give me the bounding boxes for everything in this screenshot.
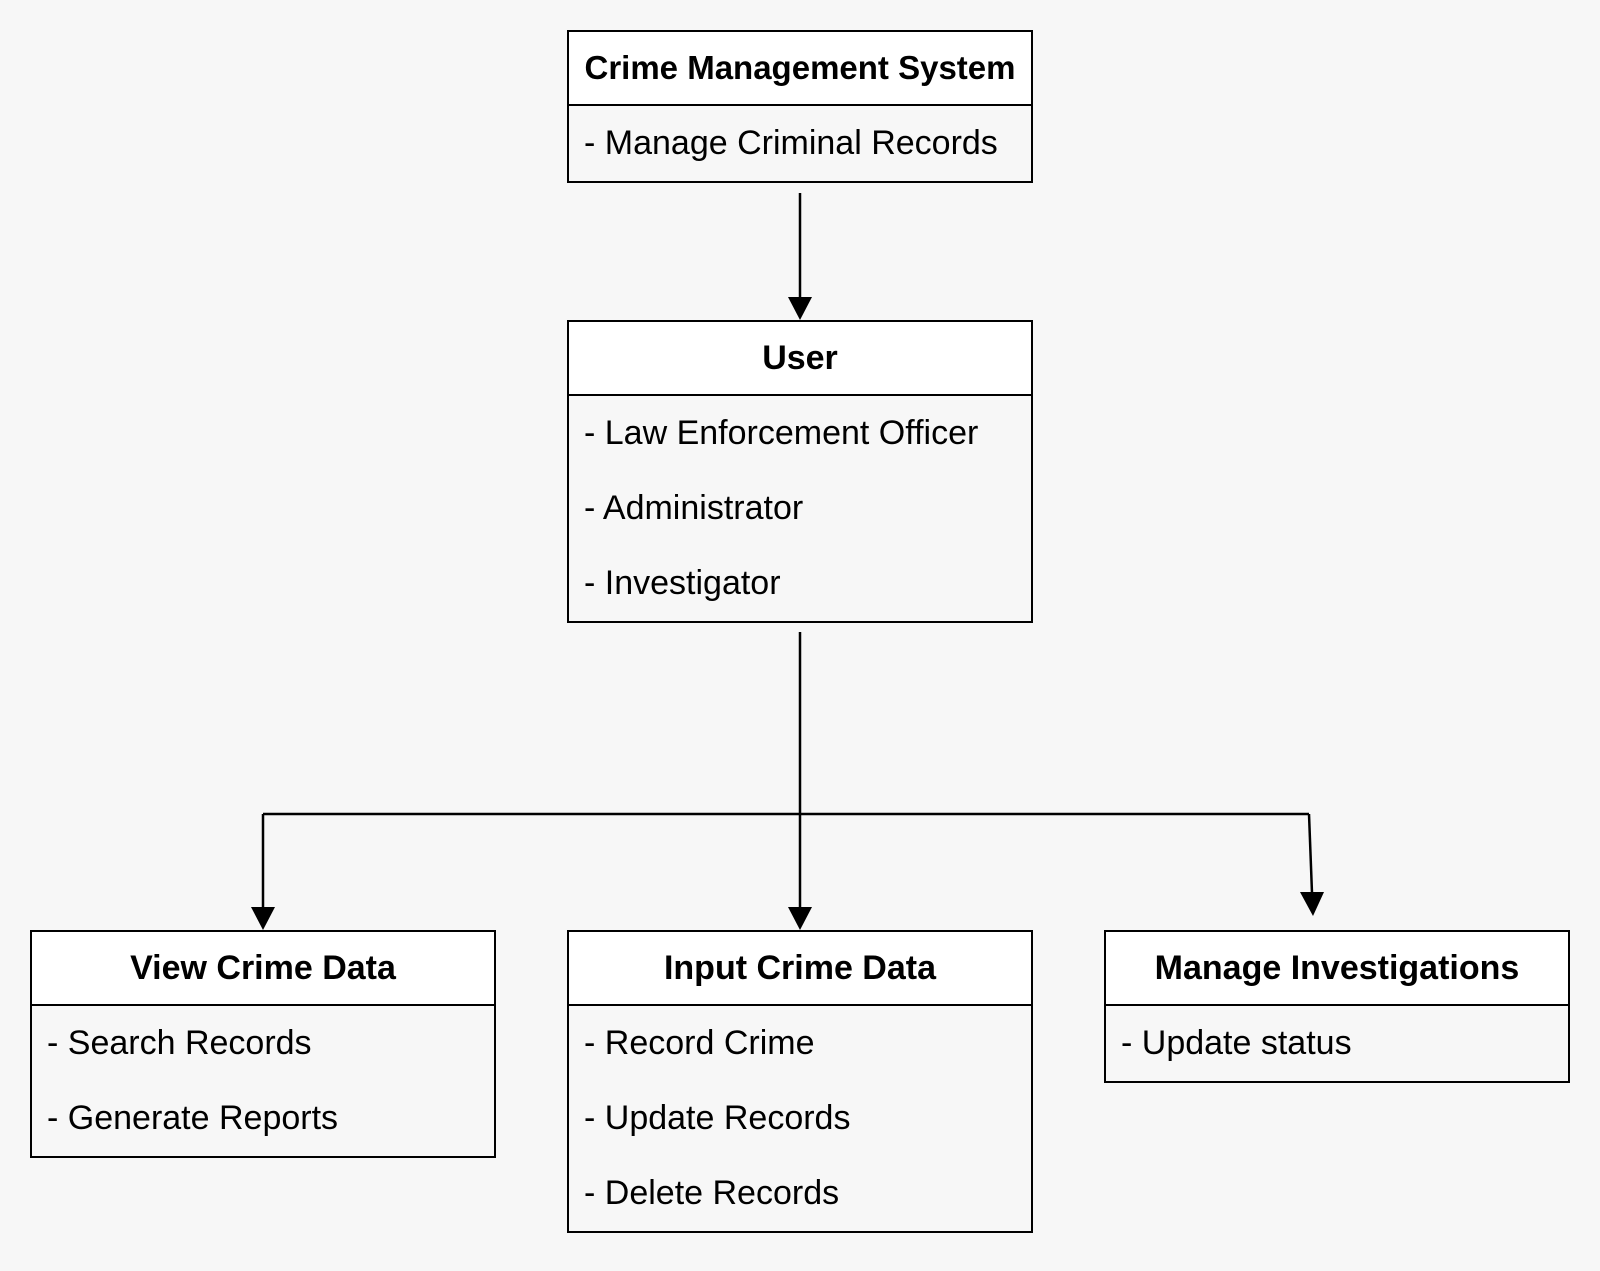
system-node-item: - Manage Criminal Records [584, 124, 998, 162]
user-node-item: - Law Enforcement Officer [584, 414, 979, 452]
input-crime-data-node-item: - Update Records [584, 1099, 851, 1137]
view-crime-data-node-title: View Crime Data [32, 932, 494, 1006]
view-crime-data-node[interactable]: View Crime Data - Search Records - Gener… [30, 930, 496, 1158]
arrowhead-icon [788, 297, 812, 320]
view-crime-data-node-item: - Search Records [47, 1024, 312, 1062]
edge-user-to-manage-investigations [1307, 813, 1314, 894]
user-node[interactable]: User - Law Enforcement Officer - Adminis… [567, 320, 1033, 623]
input-crime-data-node[interactable]: Input Crime Data - Record Crime - Update… [567, 930, 1033, 1233]
manage-investigations-node-item: - Update status [1121, 1024, 1352, 1062]
input-crime-data-node-item: - Delete Records [584, 1174, 840, 1212]
user-node-item: - Investigator [584, 564, 781, 602]
arrowhead-icon [1300, 892, 1324, 916]
view-crime-data-node-item: - Generate Reports [47, 1099, 339, 1137]
system-node[interactable]: Crime Management System - Manage Crimina… [567, 30, 1033, 183]
arrowhead-icon [788, 907, 812, 930]
user-node-title: User [569, 322, 1031, 396]
system-node-title: Crime Management System [569, 32, 1031, 106]
manage-investigations-node[interactable]: Manage Investigations - Update status [1104, 930, 1570, 1083]
manage-investigations-node-title: Manage Investigations [1106, 932, 1568, 1006]
arrowhead-icon [251, 907, 275, 930]
input-crime-data-node-item: - Record Crime [584, 1024, 815, 1062]
user-node-item: - Administrator [584, 489, 804, 527]
input-crime-data-node-title: Input Crime Data [569, 932, 1031, 1006]
